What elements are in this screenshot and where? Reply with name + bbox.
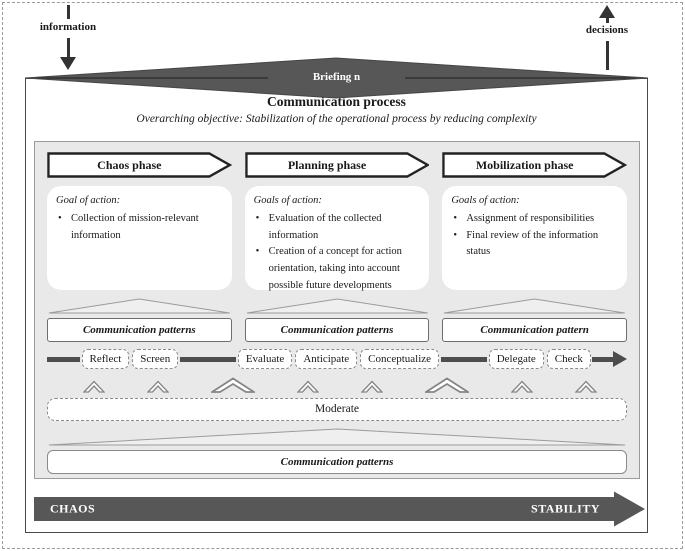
phase-arrow-shape <box>244 152 430 178</box>
action-box-evaluate: Evaluate <box>237 349 293 369</box>
bottom-patterns-label: Communication patterns <box>280 456 394 468</box>
goal-list: Evaluation of the collected information … <box>254 211 421 295</box>
funnel-triangle <box>48 298 230 314</box>
flow-line <box>592 356 614 362</box>
goal-box-chaos: Goal of action: Collection of mission-re… <box>47 186 232 290</box>
phase-header-mobilization: Mobilization phase <box>442 152 628 178</box>
action-box-anticipate: Anticipate <box>295 349 358 369</box>
phase-column-mobilization: Mobilization phase Goals of action: Assi… <box>442 152 628 342</box>
decisions-label: decisions <box>585 24 629 36</box>
action-box-reflect: Reflect <box>81 349 130 369</box>
goal-title: Goal of action: <box>56 195 121 206</box>
information-arrow-shaft-bottom <box>67 38 70 58</box>
phase-header-chaos: Chaos phase <box>47 152 232 178</box>
goal-bullet: Assignment of responsibilities <box>451 211 618 228</box>
action-flow-row: Reflect Screen Evaluate Anticipate Conce… <box>47 348 628 370</box>
chevron-up-large-icon <box>425 377 469 393</box>
goal-list: Assignment of responsibilities Final rev… <box>451 211 618 261</box>
information-arrow-shaft-top <box>67 5 70 19</box>
chevron-up-icon <box>575 380 597 393</box>
action-label: Anticipate <box>303 353 350 365</box>
chevron-up-icon <box>83 380 105 393</box>
phase-header-label: Planning phase <box>287 158 367 172</box>
page-subtitle: Overarching objective: Stabilization of … <box>136 113 537 125</box>
bottom-communication-patterns-box: Communication patterns <box>47 450 627 474</box>
goal-box-planning: Goals of action: Evaluation of the colle… <box>244 186 430 291</box>
chevron-up-large-icon <box>211 377 255 393</box>
funnel-triangle <box>246 298 428 314</box>
action-box-delegate: Delegate <box>488 349 544 369</box>
phase-header-planning: Planning phase <box>244 152 430 178</box>
briefing-rhombus-shape <box>25 57 648 99</box>
goal-bullet: Collection of mission-relevant informati… <box>56 211 223 245</box>
action-label: Screen <box>140 353 171 365</box>
phase-column-chaos: Chaos phase Goal of action: Collection o… <box>47 152 232 342</box>
goal-box-mobilization: Goals of action: Assignment of responsib… <box>442 186 628 290</box>
phase-arrow-shape <box>442 152 628 178</box>
chevron-up-icon <box>297 380 319 393</box>
phase-column-planning: Planning phase Goals of action: Evaluati… <box>244 152 430 342</box>
action-box-conceptualize: Conceptualize <box>360 349 440 369</box>
goal-bullet: Final review of the information status <box>451 228 618 262</box>
goal-title: Goals of action: <box>253 195 322 206</box>
flow-line <box>440 356 488 362</box>
phase-header-label: Mobilization phase <box>475 158 574 172</box>
patterns-label: Communication patterns <box>82 324 196 336</box>
flow-line <box>47 356 80 362</box>
patterns-label: Communication patterns <box>280 324 394 336</box>
chaos-stability-arrow: CHAOS STABILITY <box>34 491 646 527</box>
patterns-label: Communication pattern <box>480 324 589 336</box>
phase-arrow-shape <box>47 152 232 178</box>
goal-bullet: Creation of a concept for action orienta… <box>254 244 421 294</box>
action-label: Evaluate <box>245 353 285 365</box>
chevron-row <box>83 376 597 393</box>
goal-bullet: Evaluation of the collected information <box>254 211 421 245</box>
action-label: Conceptualize <box>368 353 432 365</box>
action-label: Delegate <box>496 353 536 365</box>
phase-columns: Chaos phase Goal of action: Collection o… <box>47 152 628 342</box>
moderate-box: Moderate <box>47 398 627 421</box>
phase-header-label: Chaos phase <box>97 158 162 172</box>
communication-patterns-box: Communication pattern <box>442 318 628 342</box>
briefing-label: Briefing n <box>312 71 361 83</box>
action-box-check: Check <box>546 349 591 369</box>
flow-line <box>179 356 237 362</box>
action-label: Reflect <box>89 353 122 365</box>
chevron-up-icon <box>147 380 169 393</box>
chevron-up-icon <box>361 380 383 393</box>
communication-patterns-box: Communication patterns <box>244 318 430 342</box>
stability-arrow-shape <box>34 491 645 527</box>
chevron-up-icon <box>511 380 533 393</box>
decisions-arrow-head-icon <box>599 5 615 18</box>
communication-patterns-box: Communication patterns <box>47 318 232 342</box>
funnel-triangle <box>444 298 626 314</box>
full-width-funnel-triangle <box>48 428 626 446</box>
chaos-label: CHAOS <box>50 501 96 516</box>
action-label: Check <box>554 353 583 365</box>
goal-title: Goals of action: <box>451 195 520 206</box>
moderate-label: Moderate <box>314 403 360 415</box>
action-box-screen: Screen <box>132 349 179 369</box>
information-arrow-head-icon <box>60 57 76 70</box>
decisions-arrow-shaft-bottom <box>606 41 609 70</box>
stability-label: STABILITY <box>531 501 600 516</box>
decisions-arrow-shaft-top <box>606 17 609 23</box>
goal-list: Collection of mission-relevant informati… <box>56 211 223 245</box>
flow-arrowhead-icon <box>613 351 628 367</box>
phases-panel: Chaos phase Goal of action: Collection o… <box>34 141 640 479</box>
information-label: information <box>39 21 97 33</box>
page-title: Communication process <box>267 94 406 109</box>
communication-process-container: Communication process Overarching object… <box>25 78 648 533</box>
